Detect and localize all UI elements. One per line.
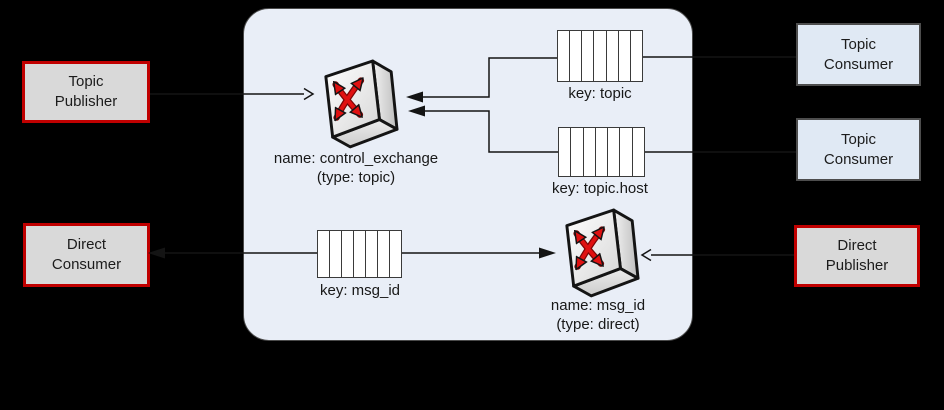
queue-cell: [584, 128, 596, 176]
queue-cell: [631, 31, 642, 81]
solid-arrowhead-direct-consumer: [148, 247, 165, 259]
queue-cell: [366, 231, 378, 277]
queue-cell: [571, 128, 584, 176]
topic-consumer-top-label-line2: Consumer: [823, 55, 894, 73]
queue-topic: [557, 30, 643, 82]
control-exchange-type: (type: topic): [316, 169, 396, 186]
queue-cell: [619, 31, 631, 81]
queue-cell: [596, 128, 609, 176]
queue-cell: [330, 231, 342, 277]
control-exchange-label: name: control_exchange (type: topic): [274, 149, 438, 187]
direct-consumer-box: Direct Consumer: [23, 223, 150, 287]
queue-cell: [570, 31, 583, 81]
direct-exchange-name: name: msg_id: [550, 297, 646, 314]
topic-consumer-box-bottom: Topic Consumer: [796, 118, 921, 181]
queue-cell: [607, 31, 619, 81]
queue-cell: [633, 128, 644, 176]
topic-publisher-box: Topic Publisher: [22, 61, 150, 123]
queue-topic-label: key: topic: [568, 85, 632, 102]
direct-consumer-label-line1: Direct: [66, 236, 107, 253]
queue-cell: [608, 128, 621, 176]
queue-topic-host: [558, 127, 645, 177]
direct-exchange-icon: [561, 206, 639, 296]
queue-cell: [594, 31, 607, 81]
queue-cell: [390, 231, 401, 277]
queue-msg-id-label: key: msg_id: [319, 282, 401, 299]
direct-exchange-type: (type: direct): [556, 316, 640, 333]
queue-cell: [354, 231, 366, 277]
topic-consumer-bottom-label-line1: Topic: [840, 130, 877, 148]
queue-topic-host-label: key: topic.host: [552, 180, 648, 197]
control-exchange-name: name: control_exchange: [273, 150, 439, 167]
queue-cell: [342, 231, 354, 277]
queue-cell: [558, 31, 571, 81]
direct-publisher-label-line1: Direct: [837, 237, 877, 254]
topic-consumer-box-top: Topic Consumer: [796, 23, 921, 86]
control-exchange-icon: [320, 57, 398, 147]
topic-publisher-label-line2: Publisher: [54, 93, 118, 110]
queue-cell: [318, 231, 330, 277]
queue-cell: [378, 231, 390, 277]
direct-publisher-box: Direct Publisher: [794, 225, 920, 287]
queue-cell: [620, 128, 633, 176]
direct-consumer-label-line2: Consumer: [51, 256, 122, 273]
topic-consumer-top-label-line1: Topic: [840, 35, 877, 53]
queue-cell: [582, 31, 595, 81]
queue-cell: [559, 128, 572, 176]
topic-consumer-bottom-label-line2: Consumer: [823, 150, 894, 168]
topic-publisher-label-line1: Topic: [68, 73, 104, 90]
direct-publisher-label-line2: Publisher: [825, 257, 889, 274]
direct-exchange-label: name: msg_id (type: direct): [551, 296, 645, 334]
queue-msg-id: [317, 230, 402, 278]
